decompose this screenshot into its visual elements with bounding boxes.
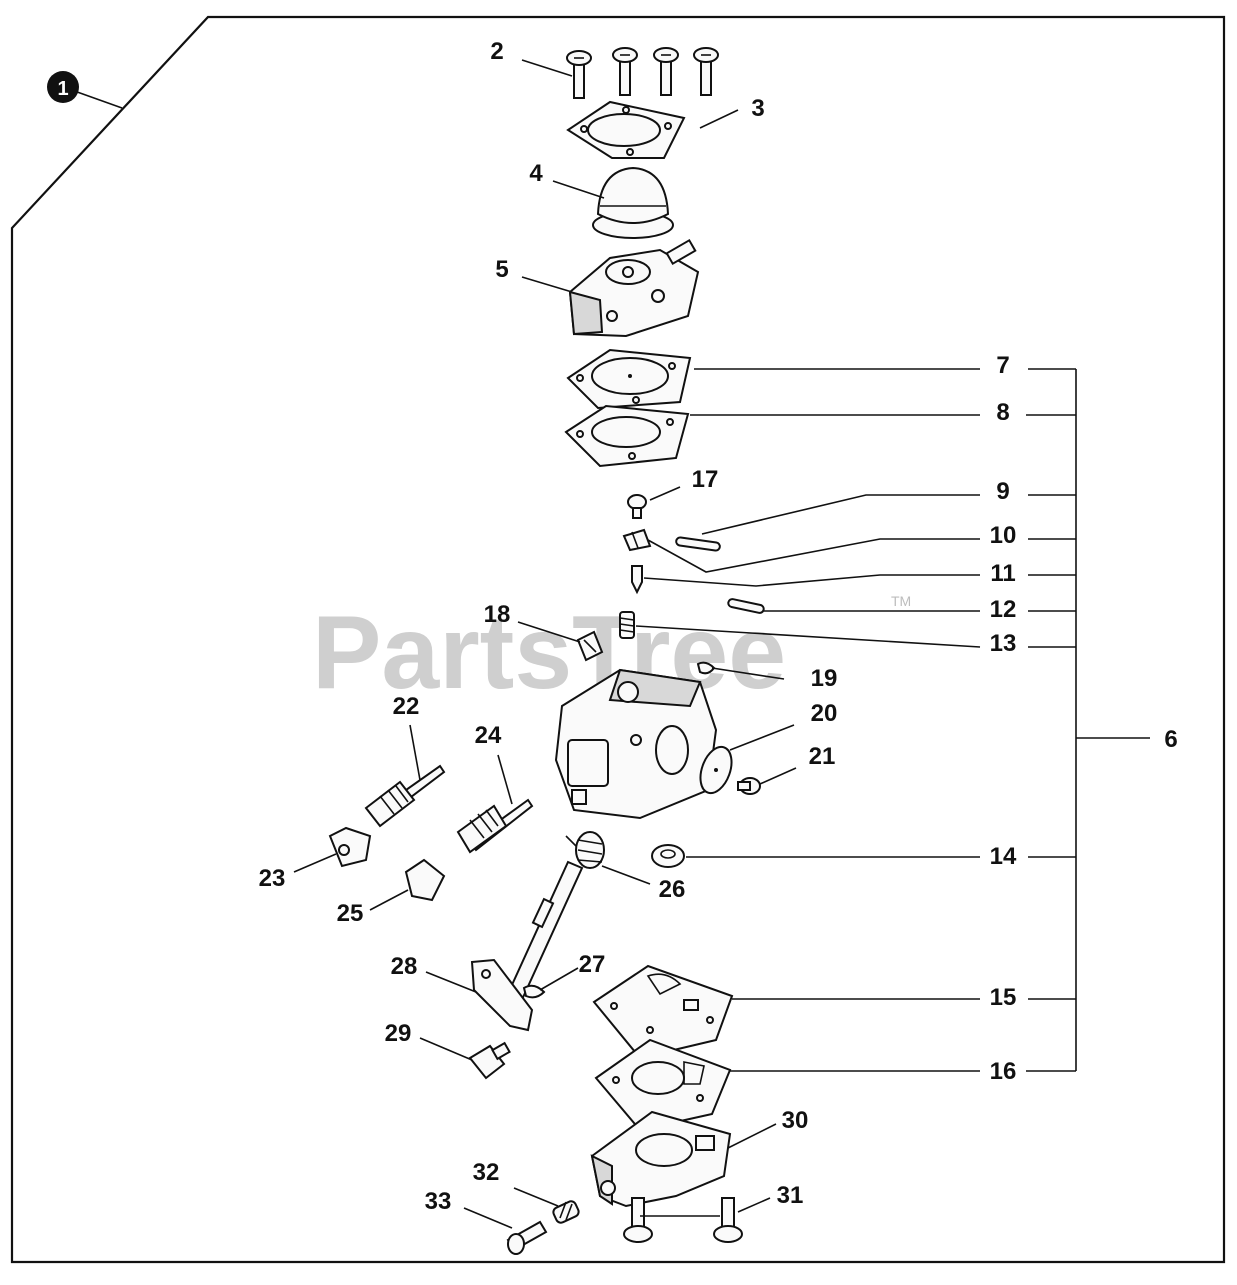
label-28[interactable]: 28	[391, 953, 418, 980]
kit-bracket	[1026, 368, 1150, 1072]
label-15[interactable]: 15	[990, 984, 1017, 1011]
label-13[interactable]: 13	[990, 630, 1017, 657]
part-16-gasket[interactable]	[594, 1038, 732, 1132]
diagram-frame	[10, 15, 1226, 1264]
label-7[interactable]: 7	[996, 352, 1009, 379]
part-24-adjust-needle[interactable]	[456, 798, 534, 854]
label-17[interactable]: 17	[692, 466, 719, 493]
label-25[interactable]: 25	[337, 900, 364, 927]
part-27-clip[interactable]	[522, 984, 546, 999]
label-23[interactable]: 23	[259, 865, 286, 892]
watermark-trademark: TM	[891, 593, 911, 609]
leader-lines	[293, 59, 981, 1229]
part-labels: 2 3 4 5 6 7 8 9 10 11 12 13 14 15 16 17 …	[259, 38, 1178, 1215]
label-2[interactable]: 2	[490, 38, 503, 65]
watermark-text: PartsTree	[312, 595, 786, 711]
label-3[interactable]: 3	[751, 95, 764, 122]
label-29[interactable]: 29	[385, 1020, 412, 1047]
part-9-pin[interactable]	[675, 536, 721, 552]
part-8-gasket[interactable]	[564, 404, 690, 468]
part-23-limiter-cap[interactable]	[328, 826, 372, 868]
part-28-throttle-shaft[interactable]	[470, 860, 584, 1032]
label-21[interactable]: 21	[809, 743, 836, 770]
assembly-badge[interactable]: 1	[47, 71, 123, 109]
part-30-pump-body[interactable]	[590, 1110, 732, 1208]
label-32[interactable]: 32	[473, 1159, 500, 1186]
label-26[interactable]: 26	[659, 876, 686, 903]
part-21-screw[interactable]	[737, 777, 761, 795]
label-4[interactable]: 4	[529, 160, 543, 187]
label-12[interactable]: 12	[990, 596, 1017, 623]
label-27[interactable]: 27	[579, 951, 606, 978]
part-26-spring[interactable]	[565, 831, 605, 869]
label-5[interactable]: 5	[495, 256, 508, 283]
part-2-screws[interactable]	[566, 47, 719, 99]
part-20-throttle-plate[interactable]	[695, 743, 738, 798]
label-18[interactable]: 18	[484, 601, 511, 628]
part-31-screws[interactable]	[623, 1197, 743, 1243]
part-32-spring[interactable]	[552, 1200, 581, 1225]
carburetor-body[interactable]	[554, 668, 718, 820]
part-29-knob[interactable]	[468, 1041, 511, 1080]
part-7-diaphragm[interactable]	[566, 348, 692, 410]
label-8[interactable]: 8	[996, 399, 1009, 426]
label-10[interactable]: 10	[990, 522, 1017, 549]
part-11-needle[interactable]	[631, 565, 643, 595]
part-13-spring[interactable]	[619, 611, 635, 639]
part-33-screw[interactable]	[506, 1220, 548, 1255]
label-11[interactable]: 11	[990, 560, 1015, 587]
part-15-gasket[interactable]	[592, 964, 734, 1060]
label-31[interactable]: 31	[777, 1182, 804, 1209]
part-4-primer-bulb[interactable]	[592, 166, 674, 239]
label-22[interactable]: 22	[393, 693, 420, 720]
label-24[interactable]: 24	[475, 722, 502, 749]
label-19[interactable]: 19	[811, 665, 838, 692]
label-30[interactable]: 30	[782, 1107, 809, 1134]
assembly-badge-label: 1	[57, 78, 68, 100]
label-33[interactable]: 33	[425, 1188, 452, 1215]
part-14-cap[interactable]	[651, 844, 685, 868]
label-6[interactable]: 6	[1164, 726, 1177, 753]
part-17-screw[interactable]	[627, 494, 647, 519]
part-22-adjust-needle[interactable]	[364, 764, 446, 828]
part-12-pin[interactable]	[727, 598, 765, 614]
label-20[interactable]: 20	[811, 700, 838, 727]
label-14[interactable]: 14	[990, 843, 1017, 870]
part-5-pump-cover[interactable]	[568, 238, 700, 338]
part-10-lever[interactable]	[622, 528, 652, 552]
part-25-limiter-cap[interactable]	[404, 858, 446, 902]
part-3-gasket[interactable]	[566, 100, 686, 159]
label-9[interactable]: 9	[996, 478, 1009, 505]
part-18-plug[interactable]	[576, 630, 604, 662]
label-16[interactable]: 16	[990, 1058, 1017, 1085]
